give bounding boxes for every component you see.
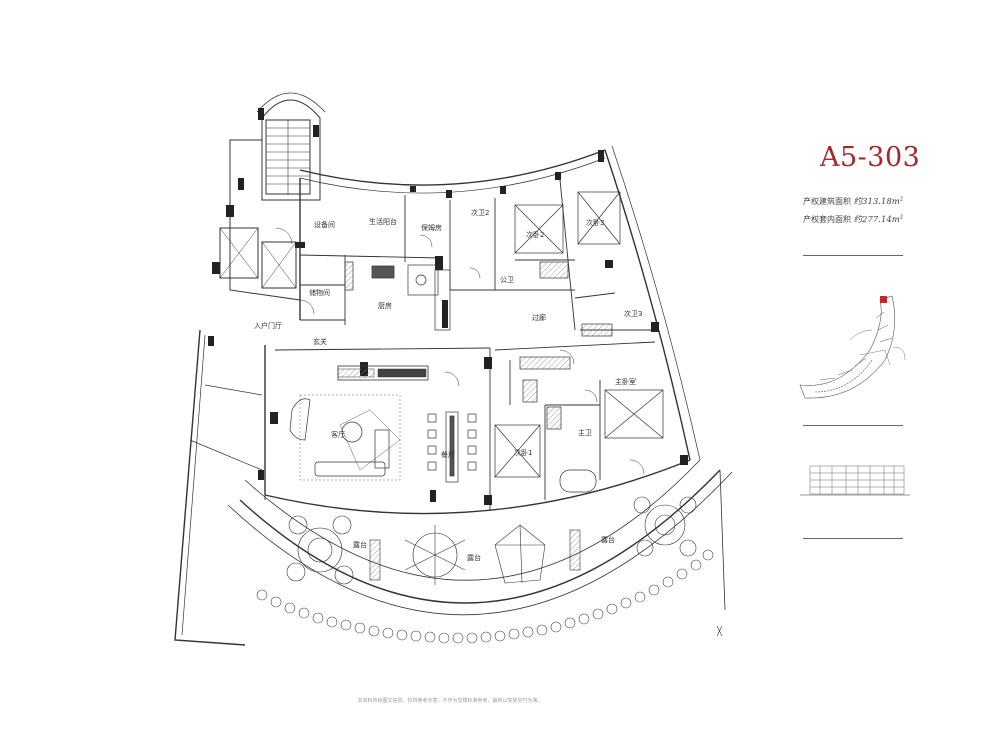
north-arrow-icon [716,625,723,637]
living-room-furniture [289,394,401,481]
unit-code-title: A5-303 [820,142,921,173]
net-area-unit: m [891,215,900,225]
label-bedroom2: 次卧2 [526,230,544,239]
divider-3 [803,538,903,539]
gross-area-value: 约313.18 [853,197,892,207]
structural-columns [208,108,688,505]
label-terrace-right: 露台 [601,535,615,544]
label-storage: 储物间 [309,288,330,297]
disclaimer-text: 本资料所绘图文信息，仅供参考示意，不作为交楼标准参考，最终以实际交付为准。 [357,698,543,704]
label-bath3: 次卫3 [624,309,642,318]
label-bath2: 次卫2 [471,208,489,217]
label-bedroom1: 次卧1 [514,448,532,457]
staircase [256,92,326,201]
terrace-furniture [286,496,697,585]
net-area-line: 产权套内面积 约277.14m2 [803,213,983,225]
net-area-value: 约277.14 [853,215,892,225]
divider-2 [803,425,903,426]
net-area-label: 产权套内面积 [803,215,851,224]
building-elevation [800,465,910,496]
label-foyer: 玄关 [313,337,327,346]
label-terrace-mid: 露台 [467,553,481,562]
room-labels: 设备间 生活阳台 保姆房 次卫2 次卧2 次卧3 公卫 次卫3 储物间 厨房 过… [254,208,642,562]
label-utility-balcony: 生活阳台 [369,217,397,226]
gross-area-line: 产权建筑面积 约313.18m2 [803,195,983,207]
label-equipment: 设备间 [314,220,335,229]
label-master-bedroom: 主卧室 [615,377,636,386]
gross-area-unit-sup: 2 [899,196,904,203]
building-outline [174,145,733,646]
label-terrace-left: 露台 [353,540,367,549]
terrace-planters [256,549,714,644]
door-swings [275,227,645,475]
label-master-bath: 主卫 [578,428,592,437]
label-kitchen: 厨房 [378,301,392,310]
label-nanny-room: 保姆房 [421,223,442,232]
gross-area-unit: m [891,197,900,207]
site-keyplan [799,295,906,399]
gross-area-label: 产权建筑面积 [803,197,851,206]
dining-furniture [427,411,477,483]
kitchen-fixtures [344,261,451,331]
divider-1 [803,255,903,256]
net-area-unit-sup: 2 [899,214,904,221]
label-bedroom3: 次卧3 [586,218,604,227]
label-dining-room: 餐厅 [441,450,455,459]
unit-location-marker [880,296,887,303]
interior-walls [264,179,656,510]
bedroom-furniture [494,191,664,493]
label-corridor: 过廊 [532,313,546,322]
label-living-room: 客厅 [331,430,345,439]
label-entrance-hall: 入户门厅 [254,321,282,330]
foyer-cabinet [337,365,429,381]
label-public-bath: 公卫 [500,276,514,284]
